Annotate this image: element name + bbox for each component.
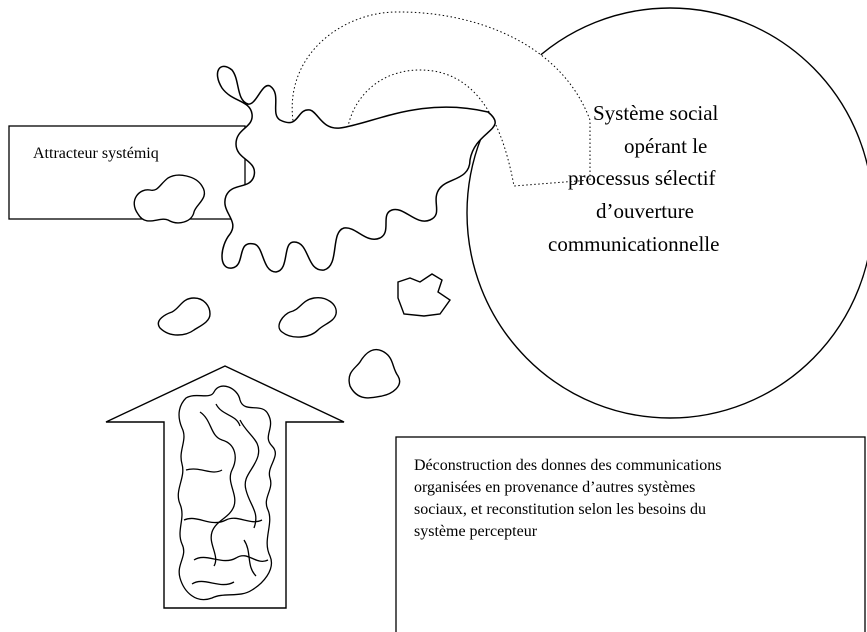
blob-4	[348, 348, 401, 399]
deconstruction-line: sociaux, et reconstitution selon les bes…	[414, 501, 706, 518]
attractor-box	[8, 125, 246, 220]
attractor-label: Attracteur systémiq	[33, 145, 159, 162]
fragments-cluster	[177, 385, 276, 601]
deconstruction-text: Déconstruction des donnes des communicat…	[414, 455, 854, 543]
deconstruction-line: système percepteur	[414, 523, 538, 540]
upward-arrow	[105, 365, 345, 609]
blob-3	[397, 273, 451, 317]
social-system-line: opérant le	[624, 134, 708, 158]
social-system-line: communicationnelle	[548, 232, 720, 256]
social-system-line: processus sélectif	[568, 166, 716, 190]
deconstruction-line: organisées en provenance d’autres systèm…	[414, 479, 696, 496]
social-system-line: d’ouverture	[596, 199, 694, 223]
blob-1	[157, 297, 211, 336]
deconstruction-box	[395, 436, 866, 632]
blob-2	[278, 297, 337, 338]
blob-small-left	[133, 174, 206, 224]
social-system-line: Système social	[593, 101, 719, 125]
deconstruction-line: Déconstruction des donnes des communicat…	[414, 457, 722, 474]
gear-blob	[216, 65, 496, 273]
dotted-arc	[291, 11, 591, 187]
